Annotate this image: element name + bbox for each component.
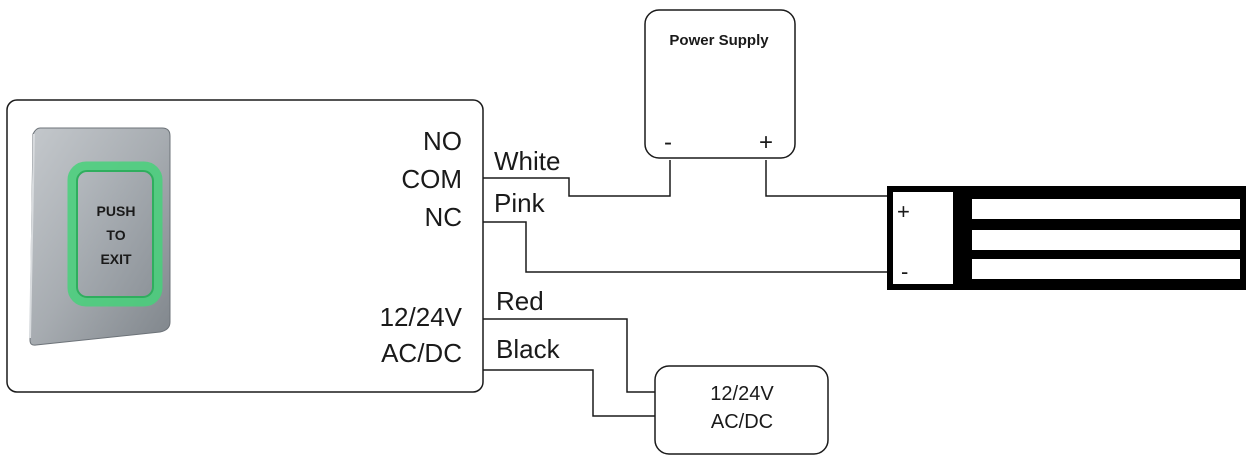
pink-wire <box>483 221 889 273</box>
lock-minus-terminal: - <box>901 259 908 284</box>
terminal-no-label: NO <box>423 126 462 156</box>
white-wire-label: White <box>494 146 560 176</box>
aux-power-line-1: 12/24V <box>710 383 774 405</box>
power-plus-wire <box>765 160 889 197</box>
power-supply-minus-terminal: - <box>664 129 672 156</box>
aux-power-supply-box <box>654 365 829 455</box>
terminal-com-label: COM <box>401 164 462 194</box>
black-wire <box>483 369 655 417</box>
red-wire-label: Red <box>496 286 544 316</box>
power-supply-box <box>644 9 796 159</box>
power-supply-plus-terminal: + <box>759 129 773 156</box>
power-supply-title: Power Supply <box>669 32 769 49</box>
button-face-line-1: PUSH <box>97 203 136 219</box>
white-wire <box>483 160 671 197</box>
pink-wire-label: Pink <box>494 188 546 218</box>
black-wire-label: Black <box>496 334 561 364</box>
terminal-power-label-1: 12/24V <box>380 302 463 332</box>
terminal-nc-label: NC <box>424 202 462 232</box>
push-to-exit-button-image: PUSH TO EXIT <box>29 127 171 346</box>
aux-power-line-2: AC/DC <box>711 411 773 433</box>
red-wire <box>483 318 655 393</box>
terminal-power-label-2: AC/DC <box>381 338 462 368</box>
lock-plus-terminal: + <box>897 199 910 224</box>
button-face <box>76 170 154 298</box>
magnetic-lock <box>887 186 1246 290</box>
button-glow-ring <box>67 161 163 307</box>
button-face-line-2: TO <box>106 227 125 243</box>
button-face-line-3: EXIT <box>100 251 132 267</box>
